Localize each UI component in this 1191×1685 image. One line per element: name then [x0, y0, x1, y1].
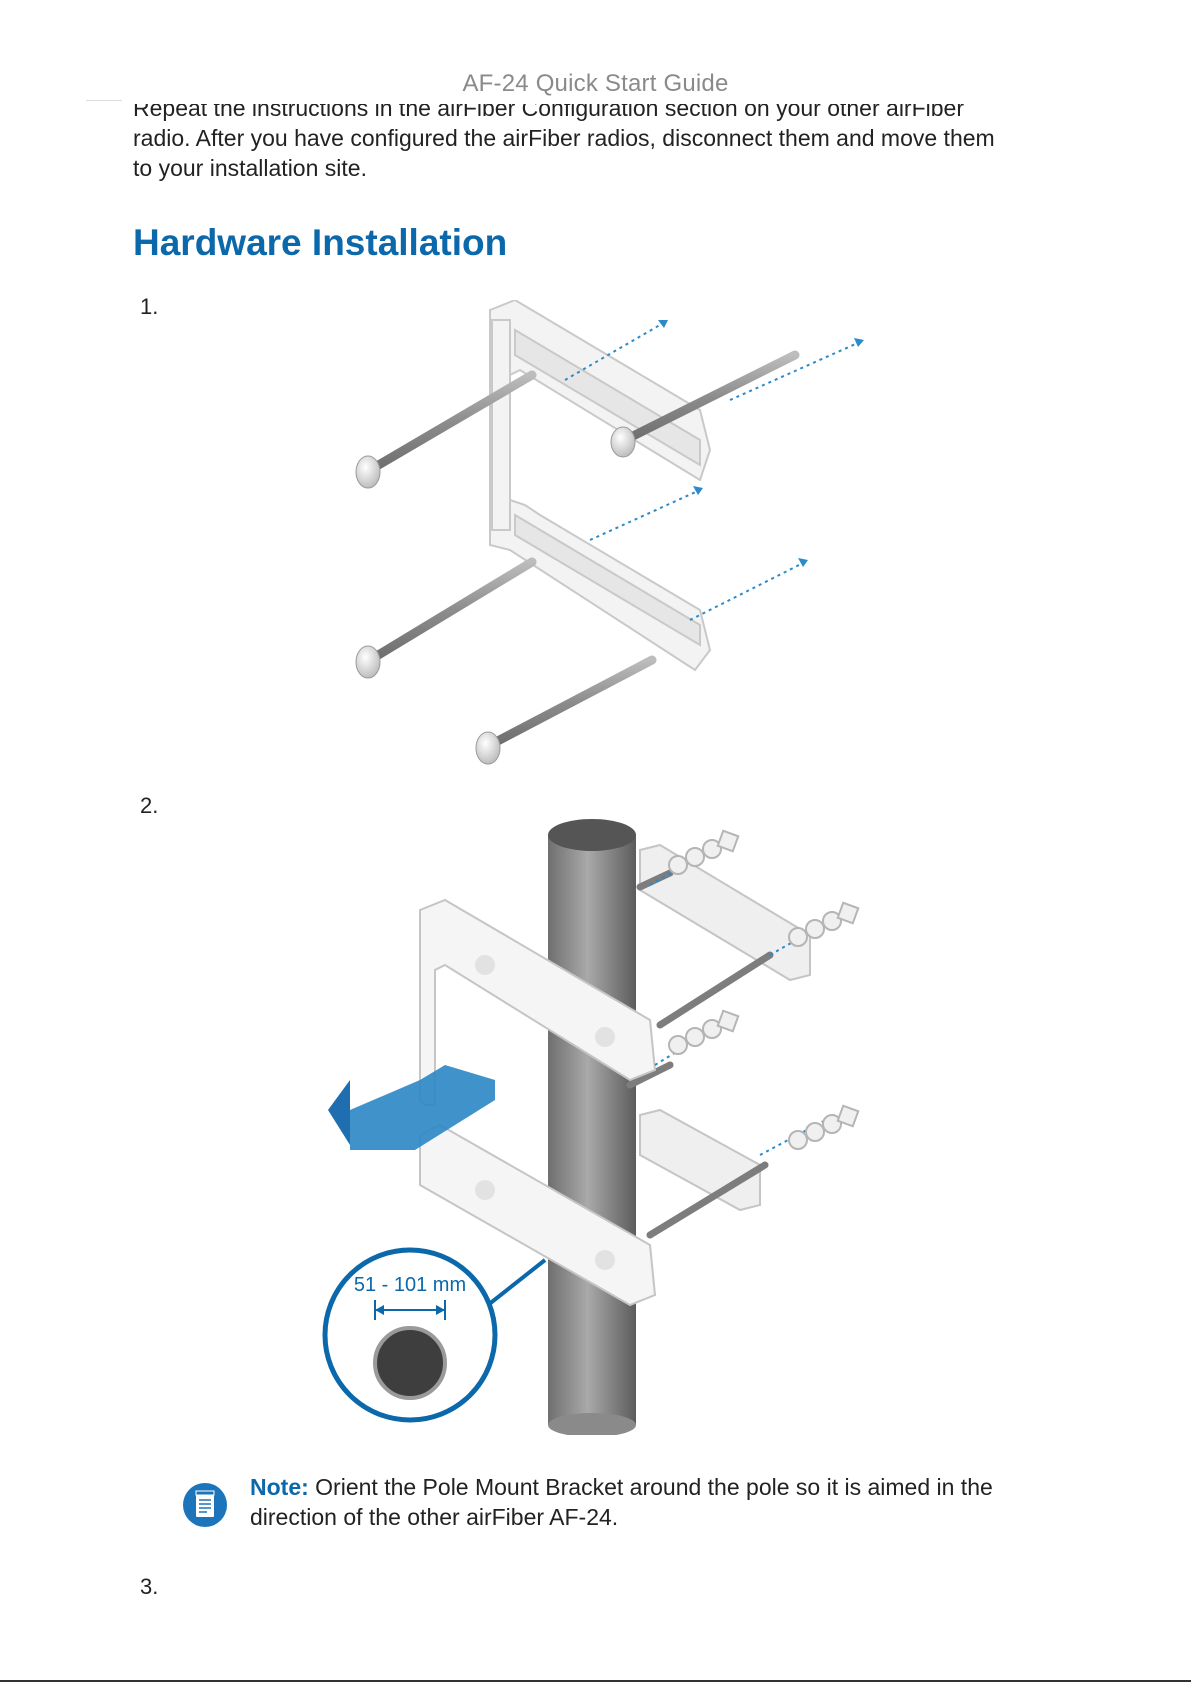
step-number-1: 1.	[140, 294, 159, 319]
note-label: Note:	[250, 1474, 309, 1500]
header-divider	[86, 100, 122, 101]
intro-paragraph: Repeat the instructions in the airFiber …	[133, 104, 1063, 183]
intro-line-3: to your installation site.	[133, 155, 367, 181]
intro-line-2: radio. After you have configured the air…	[133, 125, 995, 151]
running-header: AF-24 Quick Start Guide	[462, 70, 729, 97]
note-icon	[183, 1483, 227, 1527]
step-number-3: 3.	[140, 1574, 159, 1599]
step-number-2: 2.	[140, 793, 159, 818]
section-title: Hardware Installation	[133, 222, 508, 263]
footer-divider	[0, 1680, 1191, 1682]
note-body: Orient the Pole Mount Bracket around the…	[250, 1474, 993, 1530]
note-text: Note: Orient the Pole Mount Bracket arou…	[250, 1472, 1050, 1532]
intro-line-cut: Repeat the instructions in the airFiber …	[133, 104, 964, 121]
pole-mount-illustration: 51 - 101 mm	[322, 819, 860, 1435]
pole-size-label: 51 - 101 mm	[354, 1274, 466, 1296]
bracket-bolts-illustration	[355, 300, 864, 765]
